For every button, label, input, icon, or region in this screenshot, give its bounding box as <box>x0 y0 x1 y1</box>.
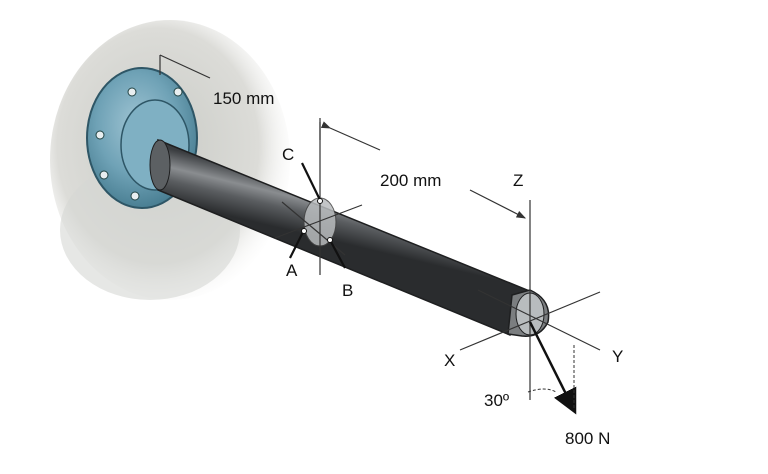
point-c-label: C <box>282 145 295 164</box>
shaft <box>149 138 550 337</box>
angle-label: 30º <box>484 391 510 410</box>
point-leaders <box>289 162 346 269</box>
point-b-label: B <box>342 281 354 300</box>
axis-x-label: X <box>444 351 456 370</box>
angle-arc <box>527 388 557 393</box>
point-a-label: A <box>286 261 298 280</box>
load-force <box>527 321 577 415</box>
point-b-marker <box>327 237 333 243</box>
dimension-150-label: 150 mm <box>213 89 275 108</box>
force-magnitude-label: 800 N <box>565 429 611 448</box>
point-c-marker <box>317 198 323 204</box>
axis-z-label: Z <box>513 171 524 190</box>
dimension-lines <box>159 54 527 219</box>
axis-y-label: Y <box>612 347 624 366</box>
point-a-marker <box>301 228 307 234</box>
dimension-200-label: 200 mm <box>380 171 442 190</box>
global-axes <box>459 200 601 400</box>
